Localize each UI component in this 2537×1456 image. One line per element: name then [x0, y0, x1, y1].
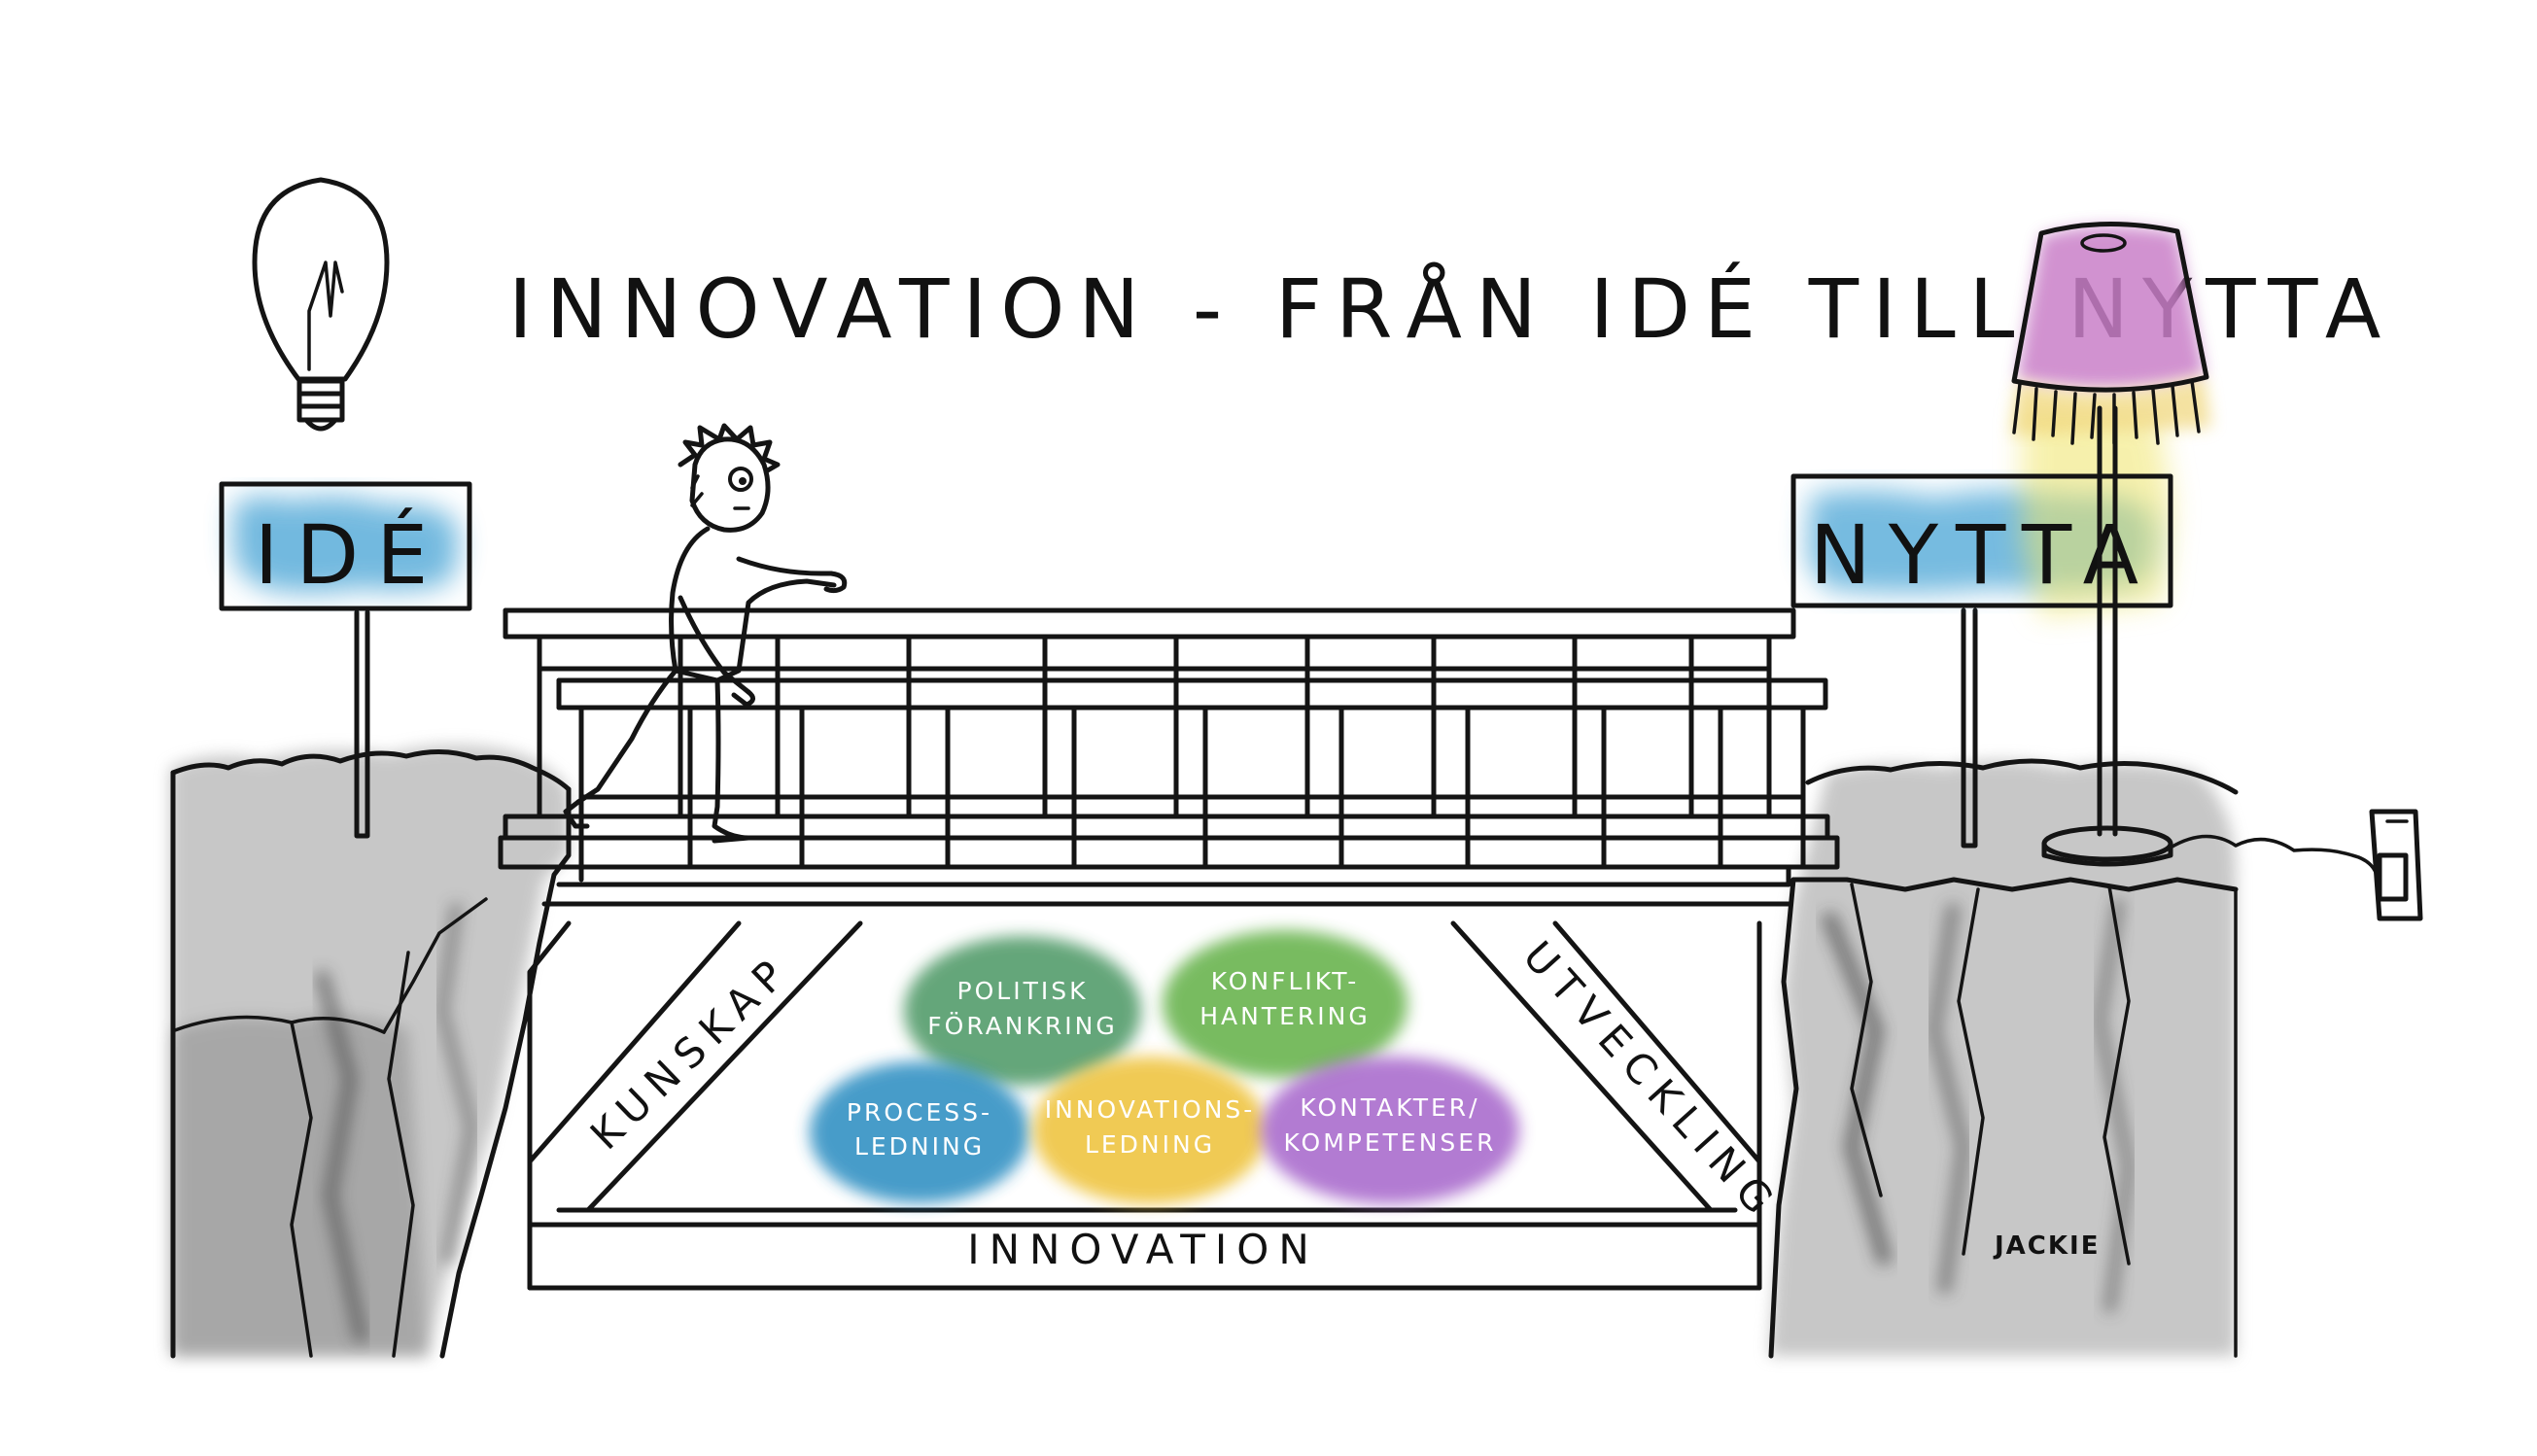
- right-cliff: [1768, 758, 2239, 1359]
- band-utveckling-label: UTVECKLING: [1514, 932, 1790, 1230]
- left-cliff: [170, 745, 572, 1359]
- svg-text:INNOVATIONS-: INNOVATIONS-: [1045, 1095, 1256, 1124]
- band-innovation-label: INNOVATION: [967, 1226, 1319, 1273]
- blob-innovationsledning: INNOVATIONS- LEDNING: [1033, 1057, 1267, 1204]
- svg-text:POLITISK: POLITISK: [957, 977, 1089, 1005]
- sign-nytta: NYTTA: [1790, 408, 2173, 849]
- back-railing-posts: [678, 634, 1694, 819]
- svg-text:FÖRANKRING: FÖRANKRING: [927, 1012, 1117, 1040]
- sign-ide-label: IDÉ: [255, 507, 446, 603]
- blob-politisk-forankring: POLITISK FÖRANKRING: [904, 936, 1141, 1086]
- lamp-icon: [2011, 222, 2379, 877]
- svg-text:LEDNING: LEDNING: [1085, 1130, 1215, 1159]
- sign-nytta-label: NYTTA: [1810, 507, 2156, 603]
- bridge: [498, 607, 1840, 887]
- blob-konflikthantering: KONFLIKT- HANTERING: [1163, 930, 1408, 1078]
- svg-text:KONFLIKT-: KONFLIKT-: [1211, 967, 1360, 995]
- svg-text:KOMPETENSER: KOMPETENSER: [1284, 1128, 1497, 1157]
- blob-kontakter-kompetenser: KONTAKTER/ KOMPETENSER: [1261, 1057, 1519, 1204]
- light-bulb-icon: [252, 177, 390, 432]
- svg-text:KONTAKTER/: KONTAKTER/: [1300, 1093, 1479, 1122]
- svg-text:HANTERING: HANTERING: [1199, 1002, 1371, 1030]
- svg-text:LEDNING: LEDNING: [854, 1132, 985, 1161]
- wall-socket-icon: [2369, 809, 2423, 921]
- artist-signature: JACKIE: [1993, 1231, 2100, 1261]
- person-figure: [563, 423, 848, 844]
- sign-ide: IDÉ: [219, 481, 472, 839]
- svg-text:PROCESS-: PROCESS-: [847, 1098, 992, 1127]
- front-railing-posts: [687, 705, 1723, 870]
- blob-processledning: PROCESS- LEDNING: [810, 1061, 1029, 1203]
